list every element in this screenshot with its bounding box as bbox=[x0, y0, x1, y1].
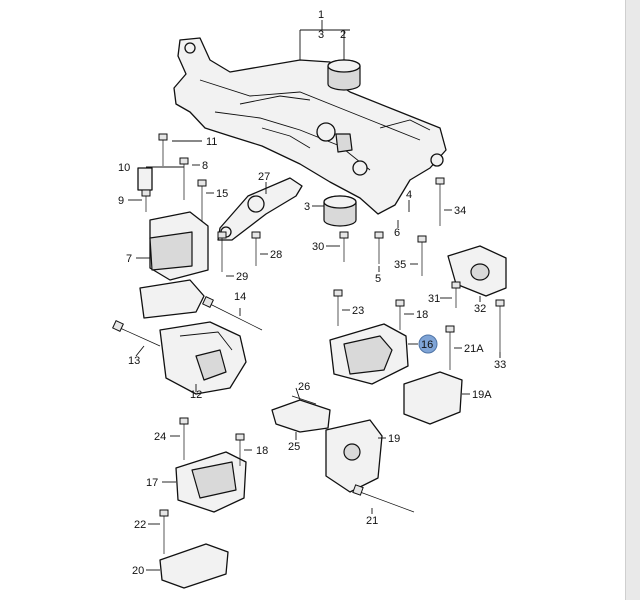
bracket-19-part bbox=[325, 419, 383, 493]
window-edge bbox=[625, 0, 640, 600]
callout-label: 35 bbox=[394, 259, 406, 271]
subframe-part bbox=[173, 37, 447, 227]
bolt bbox=[417, 235, 427, 276]
highlight-marker bbox=[418, 334, 438, 354]
callout-label: 29 bbox=[236, 271, 248, 283]
bolt bbox=[197, 179, 207, 222]
leader-lines bbox=[128, 140, 501, 571]
bracket-1-3-2 bbox=[299, 20, 350, 60]
bolt bbox=[435, 177, 445, 226]
bolt bbox=[495, 299, 505, 352]
callout-label: 10 bbox=[118, 162, 130, 174]
bolt bbox=[333, 289, 343, 326]
bolt bbox=[374, 231, 384, 264]
callout-label: 2 bbox=[340, 29, 346, 41]
callout-label: 1 bbox=[318, 9, 324, 21]
bracket-25-part bbox=[271, 399, 331, 433]
bolt bbox=[159, 509, 169, 554]
callout-label: 7 bbox=[126, 253, 132, 265]
bolt bbox=[141, 189, 151, 212]
bolt bbox=[339, 231, 349, 262]
angled-bolts bbox=[112, 296, 415, 513]
callout-label: 3 bbox=[304, 201, 310, 213]
callout-label: 27 bbox=[258, 171, 270, 183]
diagram-canvas: 1 3 2 11 10 8 9 15 27 7 28 29 3 30 5 4 6… bbox=[112, 9, 507, 589]
callout-label: 20 bbox=[132, 565, 144, 577]
mount-16-part bbox=[329, 323, 409, 385]
bracket-20-part bbox=[159, 543, 229, 589]
callout-label: 26 bbox=[298, 381, 310, 393]
bolt bbox=[445, 325, 455, 370]
callout-label: 4 bbox=[406, 189, 412, 201]
callout-label: 12 bbox=[190, 389, 202, 401]
bolt bbox=[179, 157, 189, 200]
bolt bbox=[217, 231, 227, 272]
callout-label: 21 bbox=[366, 515, 378, 527]
callout-label: 19A bbox=[472, 389, 492, 401]
mount-19a-part bbox=[403, 371, 463, 425]
bolt bbox=[395, 299, 405, 330]
callout-label: 19 bbox=[388, 433, 400, 445]
callout-label: 16 bbox=[421, 339, 433, 351]
callout-label: 22 bbox=[134, 519, 146, 531]
callout-label: 6 bbox=[394, 227, 400, 239]
callout-label: 34 bbox=[454, 205, 466, 217]
callout-label: 17 bbox=[146, 477, 158, 489]
callout-labels: 1 3 2 11 10 8 9 15 27 7 28 29 3 30 5 4 6… bbox=[118, 9, 506, 577]
callout-label: 21A bbox=[464, 343, 484, 355]
bolt bbox=[179, 417, 189, 460]
callout-label: 18 bbox=[416, 309, 428, 321]
callout-label: 25 bbox=[288, 441, 300, 453]
callout-label: 23 bbox=[352, 305, 364, 317]
callout-label: 11 bbox=[206, 136, 217, 148]
bolt bbox=[451, 281, 461, 308]
bracket-12-part bbox=[139, 279, 247, 395]
callout-label: 13 bbox=[128, 355, 140, 367]
callout-label: 33 bbox=[494, 359, 506, 371]
mount-17-part bbox=[175, 451, 247, 513]
callout-label: 24 bbox=[154, 431, 166, 443]
callout-label: 14 bbox=[234, 291, 246, 303]
callout-label: 31 bbox=[428, 293, 440, 305]
bolt bbox=[251, 231, 261, 266]
callout-label: 5 bbox=[375, 273, 381, 285]
callout-label: 15 bbox=[216, 188, 228, 200]
bolt bbox=[158, 133, 168, 166]
callout-label: 28 bbox=[270, 249, 282, 261]
callout-label: 32 bbox=[474, 303, 486, 315]
callout-label: 18 bbox=[256, 445, 268, 457]
engine-mount-left-part bbox=[137, 167, 209, 281]
callout-label: 30 bbox=[312, 241, 324, 253]
bolts bbox=[141, 133, 505, 554]
callout-label: 8 bbox=[202, 160, 208, 172]
callout-label: 9 bbox=[118, 195, 124, 207]
bolt bbox=[235, 433, 245, 466]
callout-label: 3 bbox=[318, 29, 324, 41]
